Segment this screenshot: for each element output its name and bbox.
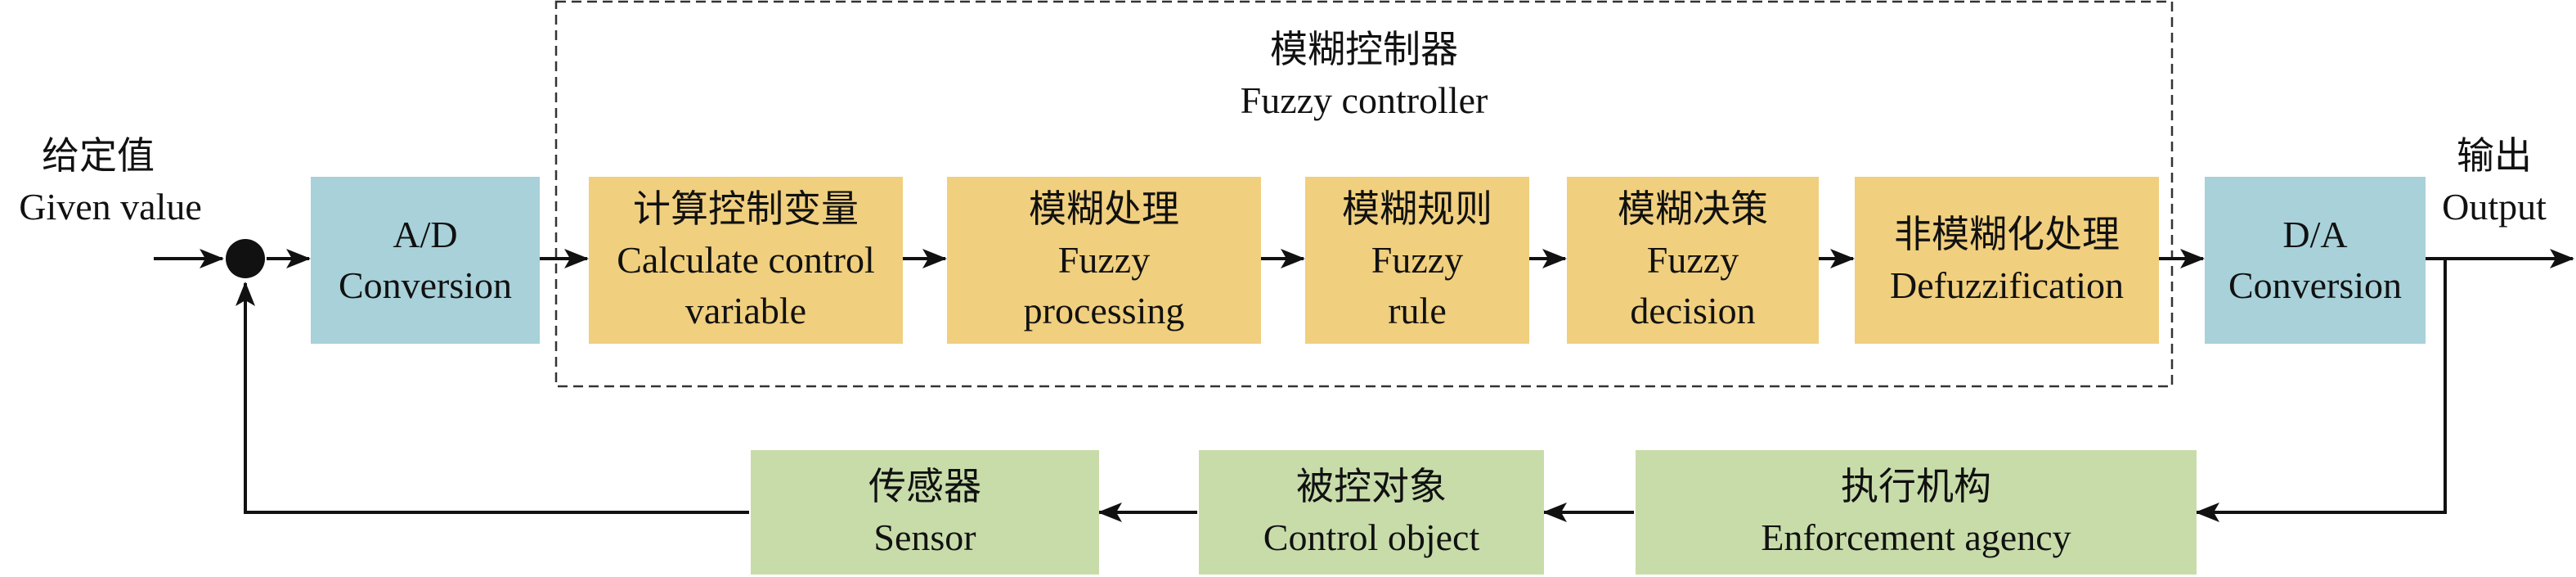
step5-en1: Defuzzification <box>1889 264 2125 306</box>
given-value-en: Given value <box>19 186 202 228</box>
fuzzy-controller-title: 模糊控制器 Fuzzy controller <box>1119 25 1609 126</box>
step4-en1: Fuzzy <box>1646 239 1739 281</box>
fuzzy-decision-block: 模糊决策 Fuzzy decision <box>1567 177 1819 344</box>
da-line1: D/A <box>2282 214 2348 255</box>
step2-en1: Fuzzy <box>1057 239 1151 281</box>
enforcement-agency-block: 执行机构 Enforcement agency <box>1636 450 2197 575</box>
fuzzy-processing-block: 模糊处理 Fuzzy processing <box>947 177 1261 344</box>
given-value-label: 给定值 Given value <box>0 131 221 232</box>
feedback2-cn: 被控对象 <box>1296 466 1447 507</box>
defuzzification-block: 非模糊化处理 Defuzzification <box>1855 177 2159 344</box>
step1-cn: 计算控制变量 <box>633 188 859 230</box>
da-line2: Conversion <box>2228 264 2403 306</box>
step5-cn: 非模糊化处理 <box>1894 214 2120 255</box>
step4-cn: 模糊决策 <box>1618 188 1768 230</box>
given-value-cn: 给定值 <box>42 135 155 177</box>
ad-line1: A/D <box>393 214 458 255</box>
da-conversion-block: D/A Conversion <box>2205 177 2426 344</box>
feedback3-cn: 传感器 <box>868 466 981 507</box>
arrow-to-enforcement <box>2195 259 2447 522</box>
output-en: Output <box>2442 186 2547 228</box>
output-label: 输出 Output <box>2414 131 2574 232</box>
summing-junction <box>226 239 265 278</box>
output-cn: 输出 <box>2457 135 2532 177</box>
step3-en1: Fuzzy <box>1371 239 1464 281</box>
step3-cn: 模糊规则 <box>1342 188 1492 230</box>
step1-en2: variable <box>684 290 807 331</box>
ad-line2: Conversion <box>338 264 513 306</box>
step3-en2: rule <box>1388 290 1447 331</box>
fuzzy-controller-title-cn: 模糊控制器 <box>1270 29 1458 70</box>
fuzzy-controller-title-en: Fuzzy controller <box>1240 79 1488 121</box>
fuzzy-controller-frame <box>554 0 2174 388</box>
sensor-block: 传感器 Sensor <box>751 450 1099 575</box>
feedback1-en: Enforcement agency <box>1761 516 2071 558</box>
control-object-block: 被控对象 Control object <box>1199 450 1544 575</box>
feedback1-cn: 执行机构 <box>1841 466 1991 507</box>
step1-en1: Calculate control <box>617 239 875 281</box>
step2-en2: processing <box>1023 290 1185 331</box>
calculate-control-variable-block: 计算控制变量 Calculate control variable <box>589 177 903 344</box>
ad-conversion-block: A/D Conversion <box>311 177 540 344</box>
feedback2-en: Control object <box>1263 516 1480 558</box>
feedback3-en: Sensor <box>873 516 976 558</box>
fuzzy-rule-block: 模糊规则 Fuzzy rule <box>1305 177 1529 344</box>
step4-en2: decision <box>1630 290 1756 331</box>
step2-cn: 模糊处理 <box>1029 188 1179 230</box>
arrow-feedback <box>236 282 749 514</box>
